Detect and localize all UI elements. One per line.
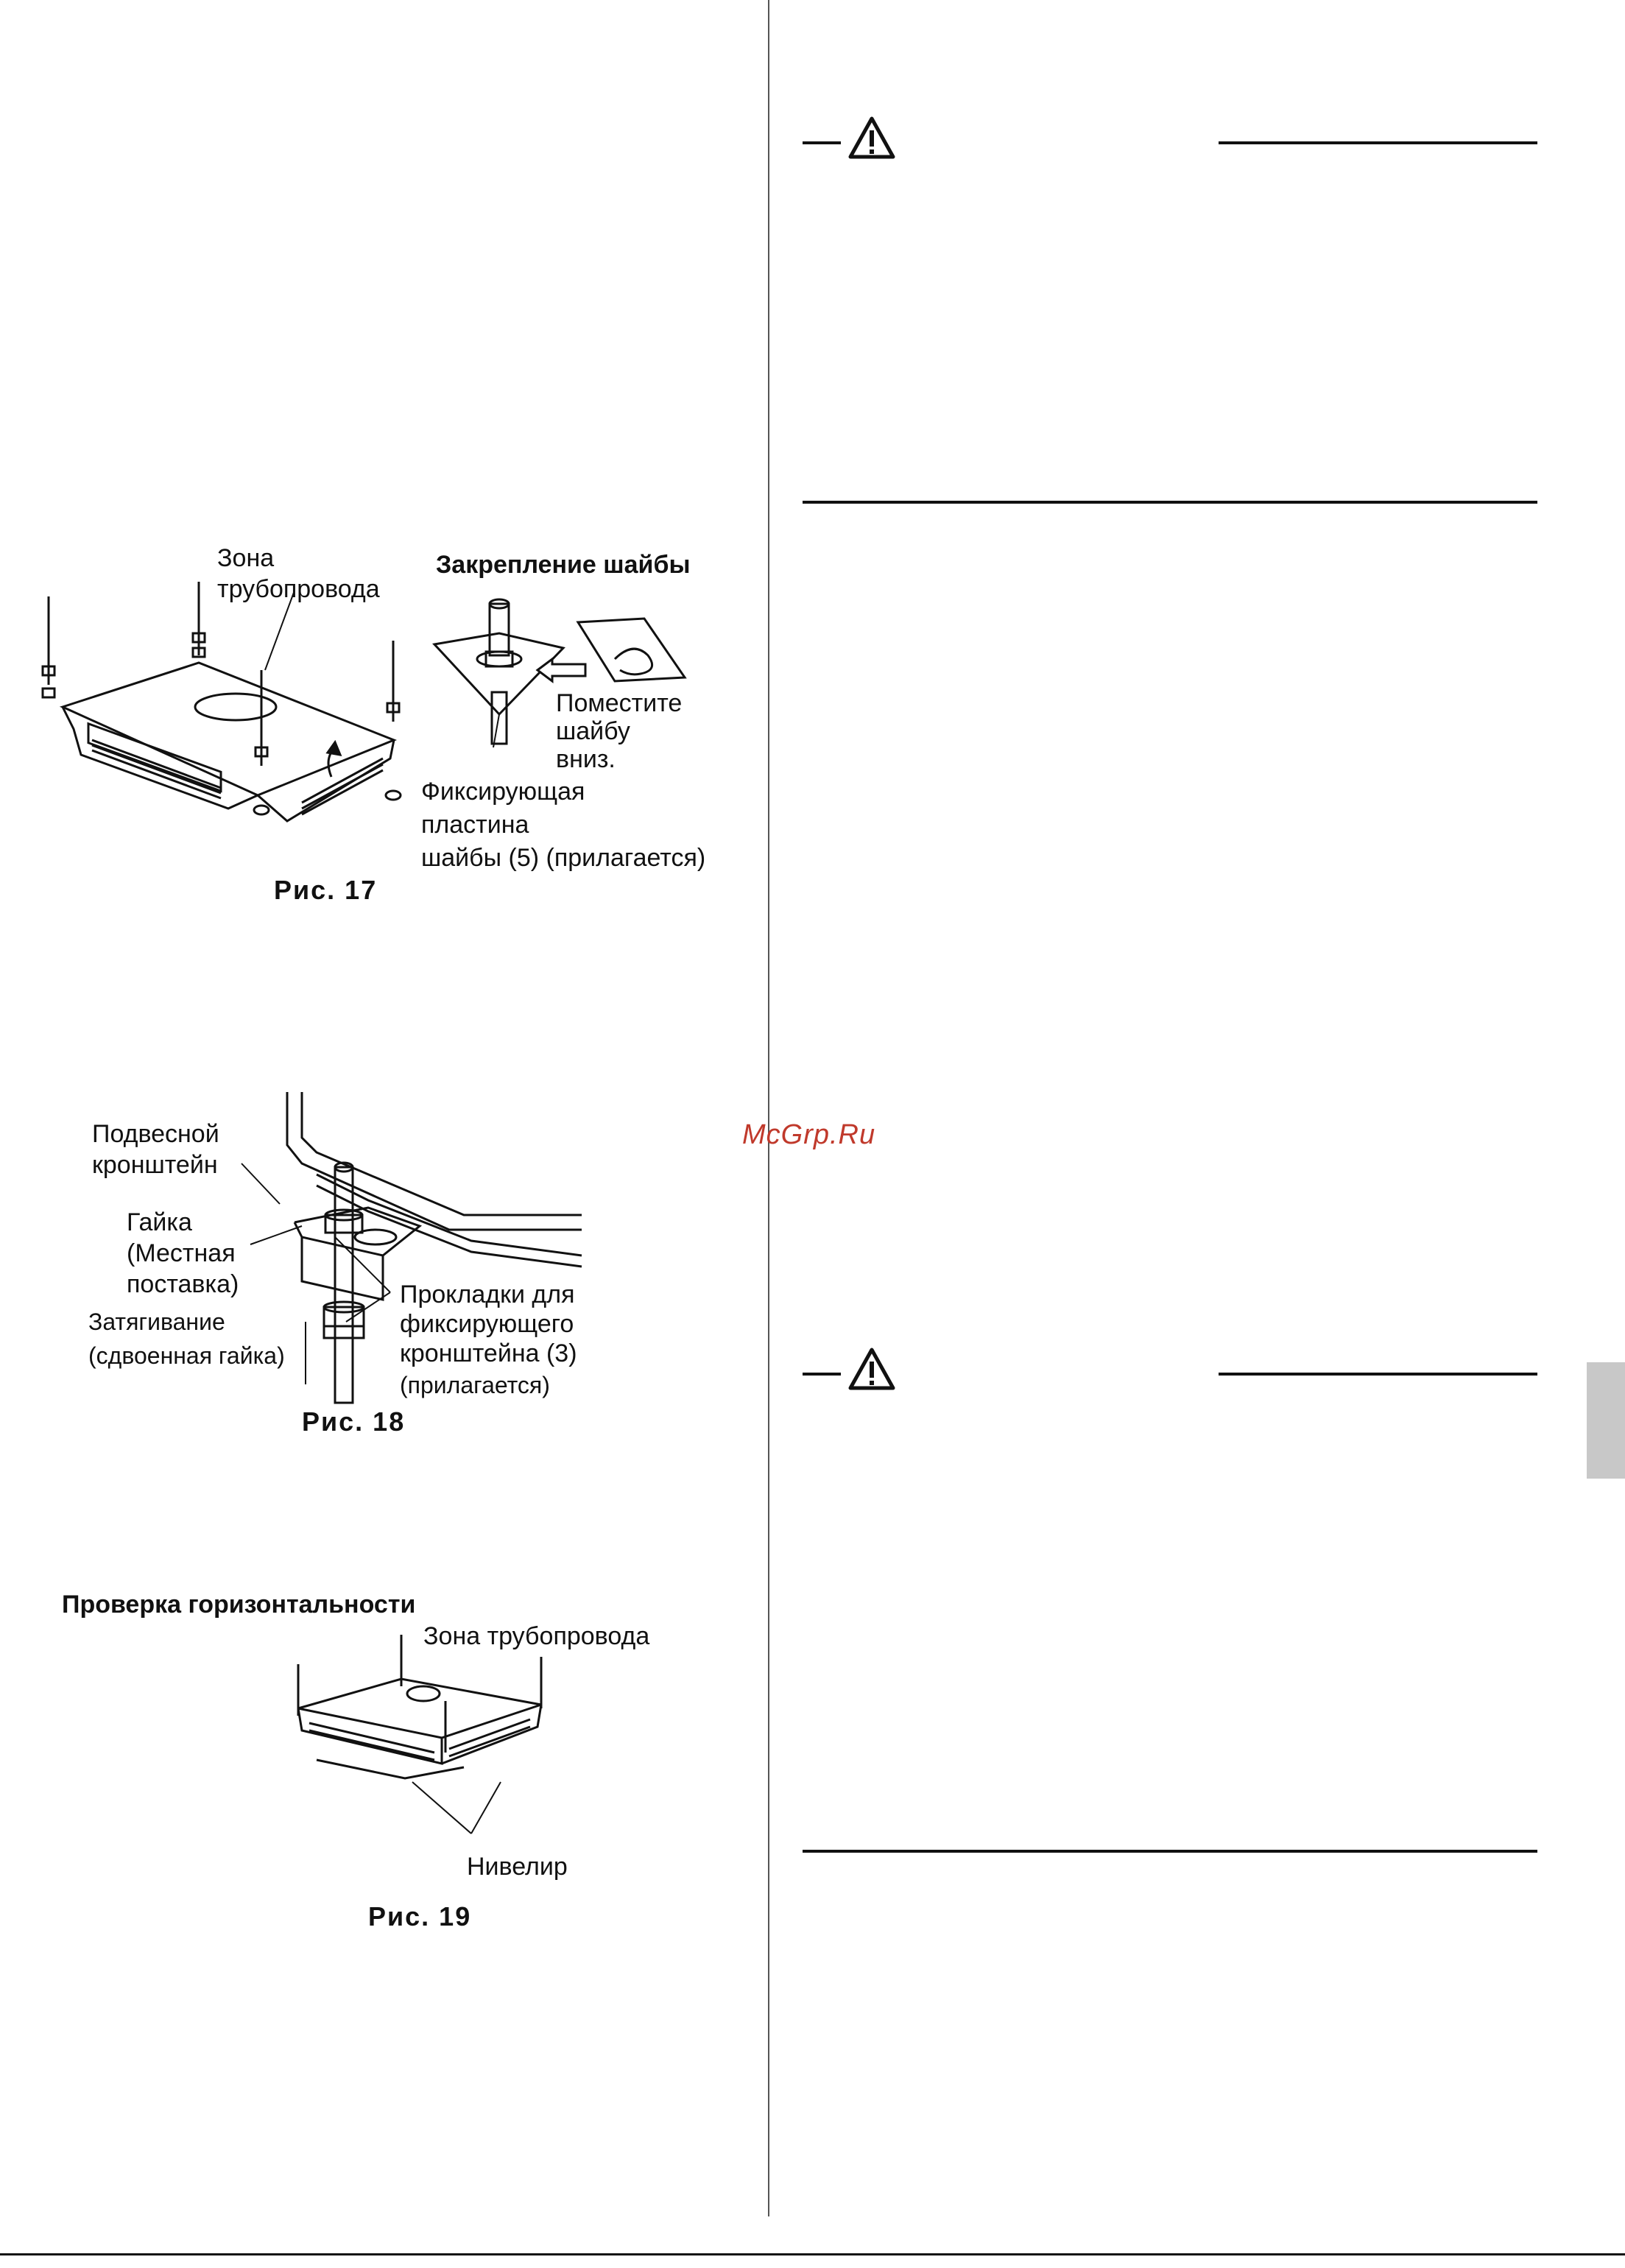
fig17-place-washer-line2: шайбу <box>556 717 630 745</box>
fig19-leader-lines <box>398 1778 530 1837</box>
fig18-pads-line2: фиксирующего <box>400 1310 574 1338</box>
fig19-piping-zone-label: Зона трубопровода <box>423 1622 650 1650</box>
fig17-piping-zone-label-line1: Зона <box>217 544 275 572</box>
fig18-nut-line1: Гайка <box>127 1208 192 1236</box>
fig17-leader-lines <box>221 589 368 677</box>
fig18-pads-line3: кронштейна (3) <box>400 1339 577 1367</box>
fig17-place-washer-line1: Поместите <box>556 689 683 717</box>
fig18-nut-line2: (Местная <box>127 1239 236 1267</box>
fig17-unit-drawing <box>22 574 434 825</box>
fig19-caption: Рис. 19 <box>368 1901 472 1931</box>
fig19-level-label: Нивелир <box>467 1853 568 1881</box>
warning-rule <box>1219 1373 1537 1376</box>
side-tab <box>1587 1362 1625 1479</box>
fig18-caption: Рис. 18 <box>302 1406 406 1437</box>
fig18-pads-line4: (прилагается) <box>400 1372 550 1398</box>
fig17-washer-drawing <box>427 589 722 758</box>
fig17-piping-zone-label-line2: трубопровода <box>217 575 380 603</box>
fig19-unit-drawing <box>287 1627 582 1797</box>
fig17-plate-line2: пластина <box>421 811 529 839</box>
fig19-section-title: Проверка горизонтальности <box>62 1591 416 1619</box>
fig18-pads-line1: Прокладки для <box>400 1281 575 1309</box>
watermark: McGrp.Ru <box>742 1119 876 1150</box>
fig18-tightening-line2: (сдвоенная гайка) <box>88 1342 285 1369</box>
fig18-bracket-line1: Подвесной <box>92 1120 219 1148</box>
page-bottom-rule <box>0 2253 1625 2255</box>
section-rule-2 <box>803 1850 1537 1853</box>
warning-block-2 <box>803 1348 1539 1392</box>
warning-rule <box>1219 141 1537 144</box>
warning-block-1 <box>803 116 1539 161</box>
fig18-tightening-line1: Затягивание <box>88 1309 225 1335</box>
fig17-washer-title: Закрепление шайбы <box>436 551 691 579</box>
column-divider <box>768 0 769 2216</box>
fig17-place-washer-line3: вниз. <box>556 745 616 773</box>
warning-triangle-icon <box>848 116 895 159</box>
warning-dash <box>803 141 841 144</box>
section-rule-1 <box>803 501 1537 504</box>
fig17-plate-line3: шайбы (5) (прилагается) <box>421 844 706 872</box>
warning-dash <box>803 1373 841 1376</box>
fig18-bracket-line2: кронштейн <box>92 1151 218 1179</box>
fig18-leader-lines <box>236 1163 545 1399</box>
fig18-nut-line3: поставка) <box>127 1270 239 1298</box>
warning-triangle-icon <box>848 1348 895 1390</box>
fig18-bracket-drawing <box>272 1086 589 1410</box>
fig17-plate-line1: Фиксирующая <box>421 778 585 806</box>
fig17-caption: Рис. 17 <box>274 875 378 905</box>
